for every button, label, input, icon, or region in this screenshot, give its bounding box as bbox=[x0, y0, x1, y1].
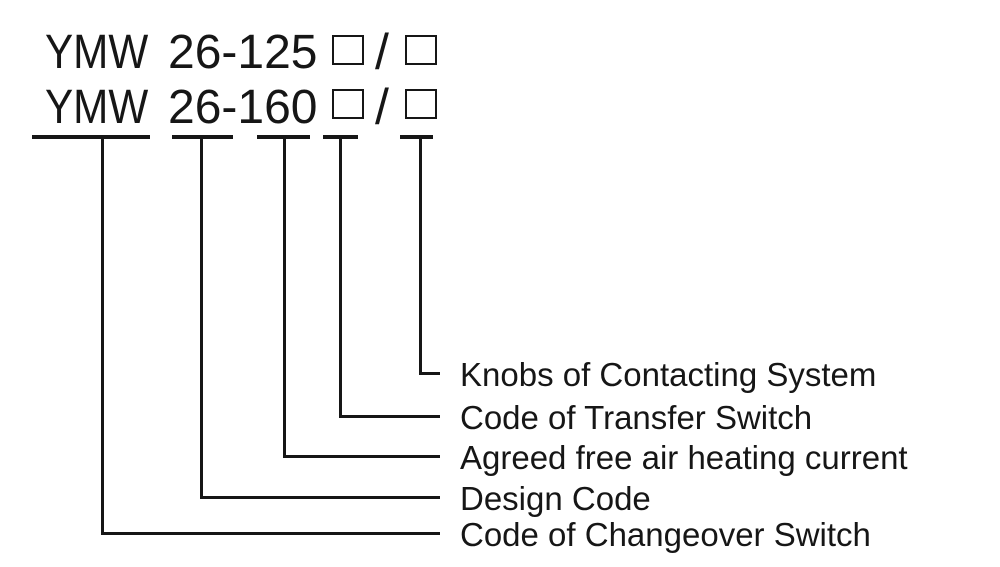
connector-horizontal-knobs bbox=[419, 372, 440, 375]
model2-series-glyphs: YMW bbox=[45, 81, 149, 134]
connector-vertical-knobs bbox=[419, 135, 422, 375]
model1-series-glyphs: YMW bbox=[45, 26, 149, 79]
model2-knob-code-box-icon bbox=[405, 89, 437, 119]
connector-vertical-design bbox=[200, 135, 203, 499]
callout-knobs-of-contacting-system: Knobs of Contacting System bbox=[460, 356, 877, 393]
model1-series-text: YMW bbox=[45, 29, 162, 77]
connector-vertical-current bbox=[283, 135, 286, 458]
model2-slash-separator: / bbox=[375, 79, 389, 135]
connector-vertical-changeover bbox=[101, 135, 104, 535]
callout-design-code: Design Code bbox=[460, 480, 651, 517]
connector-vertical-transfer bbox=[339, 135, 342, 418]
model1-transfer-code-box-icon bbox=[332, 35, 364, 65]
model1-slash-separator: / bbox=[375, 24, 389, 80]
model2-spec-text: 26-160 bbox=[168, 81, 318, 134]
model2-transfer-code-box-icon bbox=[332, 89, 364, 119]
model1-knob-code-box-icon bbox=[405, 35, 437, 65]
connector-horizontal-design bbox=[200, 496, 440, 499]
callout-agreed-free-air-heating-current: Agreed free air heating current bbox=[460, 439, 908, 476]
callout-code-of-transfer-switch: Code of Transfer Switch bbox=[460, 399, 813, 436]
connector-horizontal-current bbox=[283, 455, 440, 458]
underline-knob-code bbox=[400, 135, 433, 139]
model1-spec-text: 26-125 bbox=[168, 26, 318, 79]
connector-horizontal-changeover bbox=[101, 532, 440, 535]
callout-code-of-changeover-switch: Code of Changeover Switch bbox=[460, 516, 871, 553]
connector-horizontal-transfer bbox=[339, 415, 440, 418]
underline-changeover-code bbox=[32, 135, 150, 139]
model2-series-text: YMW bbox=[45, 84, 162, 132]
